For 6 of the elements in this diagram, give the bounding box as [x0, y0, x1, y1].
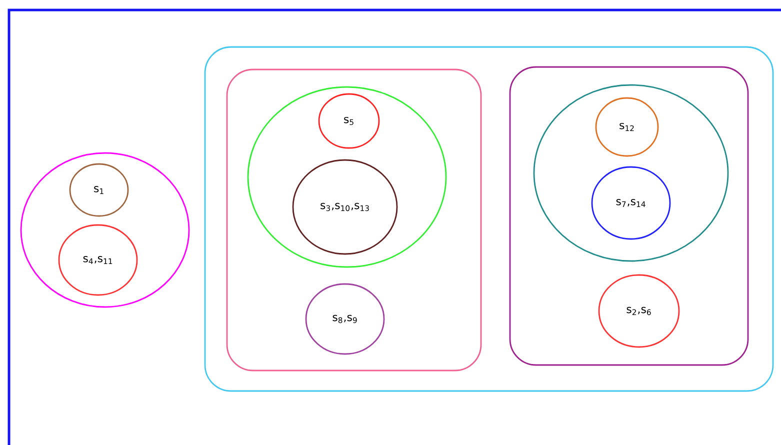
group-ellipse	[20, 152, 190, 308]
group-box	[509, 66, 749, 366]
group-ellipse	[533, 84, 729, 262]
group-box	[204, 46, 774, 392]
group-ellipse	[247, 86, 447, 268]
group-box	[226, 68, 482, 372]
